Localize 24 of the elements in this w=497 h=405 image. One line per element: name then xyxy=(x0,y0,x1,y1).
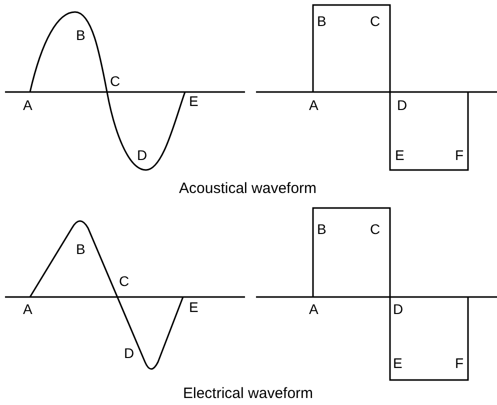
point-label: D xyxy=(124,346,134,361)
figure-caption: Electrical waveform xyxy=(183,385,314,402)
point-label: C xyxy=(370,14,380,29)
point-label: E xyxy=(395,148,404,163)
point-label: A xyxy=(23,302,32,317)
point-label: D xyxy=(393,302,404,317)
point-label: D xyxy=(397,98,408,113)
point-label: B xyxy=(76,28,86,43)
point-label: F xyxy=(455,356,464,371)
point-label: B xyxy=(317,14,326,29)
figure-caption: Acoustical waveform xyxy=(179,180,317,197)
point-label: A xyxy=(309,302,318,317)
point-label: C xyxy=(370,222,380,237)
point-label: C xyxy=(119,274,130,289)
point-label: F xyxy=(455,148,464,163)
point-label: E xyxy=(189,94,198,109)
point-label: E xyxy=(189,300,198,315)
point-label: C xyxy=(110,74,120,89)
point-label: E xyxy=(393,356,402,371)
point-label: B xyxy=(317,222,326,237)
point-label: A xyxy=(309,98,318,113)
point-label: A xyxy=(23,98,32,113)
point-label: D xyxy=(137,148,148,163)
point-label: B xyxy=(76,242,86,257)
